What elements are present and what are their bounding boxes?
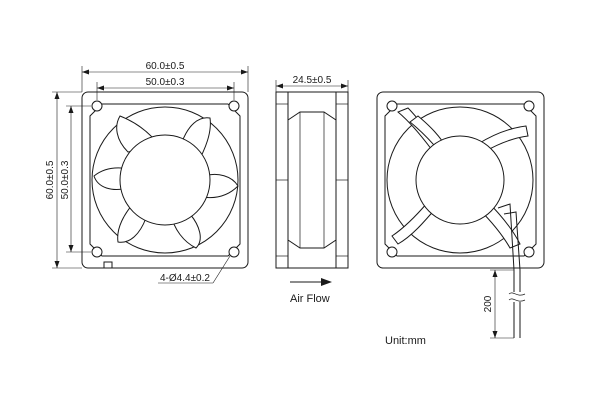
air-flow-arrow-icon bbox=[321, 278, 332, 286]
air-flow-indicator: Air Flow bbox=[290, 278, 332, 305]
front-venturi-ring bbox=[91, 106, 239, 254]
mounting-hole bbox=[228, 246, 240, 258]
unit-label: Unit:mm bbox=[385, 335, 426, 347]
front-dimensions: 60.0±0.5 50.0±0.3 60.0±0.5 50.0±0.3 4-Ø4… bbox=[45, 61, 249, 284]
dim-outer-width: 60.0±0.5 bbox=[146, 61, 185, 72]
dim-thickness: 24.5±0.5 bbox=[293, 75, 332, 86]
front-frame-tab bbox=[103, 261, 113, 268]
front-hub bbox=[119, 134, 211, 226]
mounting-hole bbox=[91, 100, 103, 112]
rear-frame-outline bbox=[376, 91, 545, 269]
rear-view bbox=[376, 91, 545, 269]
mounting-hole bbox=[523, 246, 535, 258]
mounting-hole bbox=[523, 100, 535, 112]
mounting-hole bbox=[91, 246, 103, 258]
front-view bbox=[81, 91, 249, 269]
dim-lead-length: 200 bbox=[483, 295, 494, 312]
dim-outer-height: 60.0±0.5 bbox=[45, 160, 56, 199]
air-flow-label: Air Flow bbox=[290, 293, 330, 305]
mounting-hole bbox=[386, 100, 398, 112]
lead-dimension: 200 bbox=[483, 269, 514, 339]
rear-venturi-ring bbox=[386, 106, 534, 254]
dim-hole-width: 50.0±0.3 bbox=[146, 77, 185, 88]
side-dimensions: 24.5±0.5 bbox=[275, 75, 349, 92]
mounting-hole bbox=[228, 100, 240, 112]
dim-holes-callout: 4-Ø4.4±0.2 bbox=[160, 273, 210, 284]
lead-wires bbox=[497, 203, 526, 338]
dim-hole-height: 50.0±0.3 bbox=[60, 160, 71, 199]
mounting-hole bbox=[386, 246, 398, 258]
side-body bbox=[287, 111, 337, 249]
side-view bbox=[275, 91, 349, 269]
rear-hub bbox=[415, 135, 505, 225]
front-frame-outline bbox=[81, 91, 249, 269]
